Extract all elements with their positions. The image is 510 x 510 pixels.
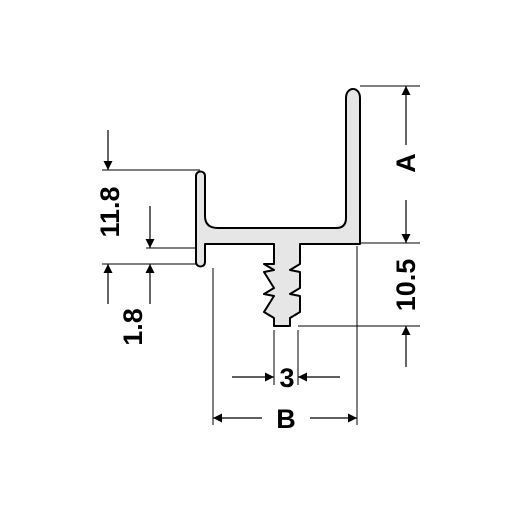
extension-lines: [102, 85, 420, 425]
dimension-label-b: B: [276, 404, 296, 434]
dimension-arrows: [103, 86, 411, 423]
dimension-label-a: A: [391, 153, 421, 173]
dimension-label-1-8: 1.8: [118, 308, 148, 346]
dimension-label-3: 3: [279, 363, 294, 393]
u-profile-shape: [195, 88, 361, 327]
dimension-label-11-8: 11.8: [95, 186, 125, 237]
dimension-label-10-5: 10.5: [391, 259, 421, 312]
